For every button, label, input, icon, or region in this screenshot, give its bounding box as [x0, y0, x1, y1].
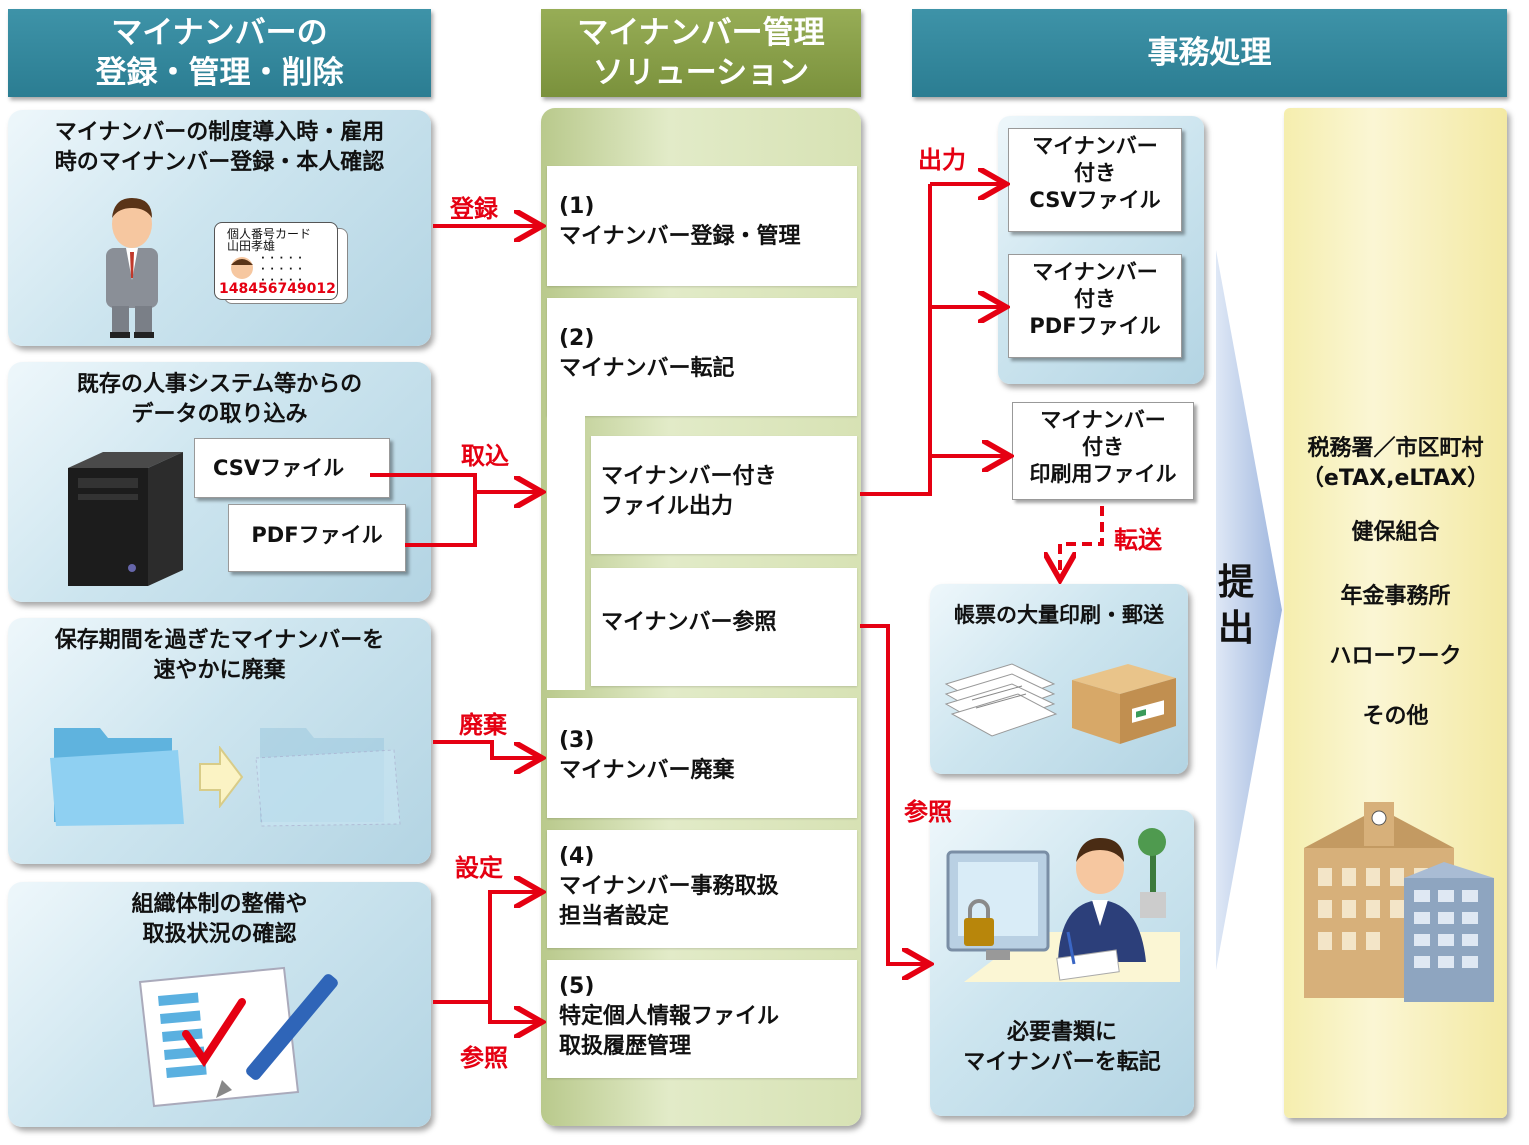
businessman-icon — [106, 198, 158, 338]
destination-tax-office: 税務署／市区町村 （eTAX,eLTAX） — [1301, 436, 1490, 491]
panel-import-title: 既存の人事システム等からの データの取り込み — [76, 372, 363, 427]
folder-icon — [50, 728, 184, 826]
label-import: 取込 — [461, 442, 509, 470]
checklist-pen-icon — [138, 966, 338, 1108]
solution-4: (4) マイナンバー事務取扱 担当者設定 — [547, 830, 857, 948]
arrow-output-print — [928, 307, 1006, 456]
arrow-transfer — [1060, 506, 1104, 576]
panel-import: 既存の人事システム等からの データの取り込み CSVファイル PDFファイル — [8, 362, 431, 602]
id-card-number: 148456749012 — [219, 281, 336, 297]
import-csv-file: CSVファイル — [194, 438, 390, 498]
paper-stack-icon — [944, 663, 1058, 737]
solution-2-stem — [547, 410, 585, 690]
destination-hello-work: ハローワーク — [1329, 644, 1462, 669]
id-card: 個人番号カード 山田孝雄 · · · · ·· · · · ·· · · · ·… — [214, 222, 338, 300]
arrow-import-pdf — [405, 492, 477, 547]
panel-transcribe: 必要書類に マイナンバーを転記 — [930, 810, 1194, 1116]
destinations-panel: 税務署／市区町村 （eTAX,eLTAX） 健保組合 年金事務所 ハローワーク … — [1284, 108, 1507, 1118]
building-icon — [1304, 802, 1494, 1002]
id-card-line1: 個人番号カード — [227, 227, 312, 241]
solution-2: (2) マイナンバー転記 — [547, 298, 857, 416]
arrow-import-csv — [370, 473, 477, 492]
label-transfer: 転送 — [1114, 526, 1162, 554]
panel-mass-print-title: 帳票の大量印刷・郵送 — [954, 603, 1164, 627]
output-print-file: マイナンバー 付き 印刷用ファイル — [1012, 402, 1194, 500]
label-reference-bottom: 参照 — [460, 1044, 508, 1072]
office-worker-icon — [946, 828, 1180, 982]
header-solution: マイナンバー管理 ソリューション — [541, 9, 861, 97]
label-output: 出力 — [918, 146, 966, 174]
arrow-reference-right — [860, 624, 926, 964]
arrow-reference-bottom — [488, 1002, 538, 1022]
solution-5: (5) 特定個人情報ファイル 取扱履歴管理 — [547, 960, 857, 1078]
destination-pension-office: 年金事務所 — [1340, 584, 1451, 609]
arrow-right-icon — [199, 746, 244, 808]
solution-1: (1) マイナンバー登録・管理 — [547, 166, 857, 286]
id-photo-icon — [231, 257, 253, 279]
panel-dispose-title: 保存期間を過ぎたマイナンバーを 速やかに廃棄 — [54, 628, 385, 683]
import-pdf-file: PDFファイル — [228, 504, 406, 572]
panel-organize-title: 組織体制の整備や 取扱状況の確認 — [131, 892, 308, 947]
server-icon — [68, 452, 183, 586]
submit-label: 提 出 — [1218, 562, 1255, 649]
destination-health-insurance: 健保組合 — [1351, 520, 1440, 545]
panel-dispose: 保存期間を過ぎたマイナンバーを 速やかに廃棄 — [8, 618, 431, 864]
submit-arrow-icon — [1216, 250, 1282, 970]
header-registration: マイナンバーの 登録・管理・削除 — [8, 9, 431, 97]
panel-mass-print: 帳票の大量印刷・郵送 — [930, 584, 1188, 774]
label-setting: 設定 — [455, 854, 503, 882]
parcel-box-icon — [1072, 664, 1176, 744]
arrow-setting — [488, 892, 538, 1002]
arrow-dispose — [433, 740, 538, 758]
output-pdf-file: マイナンバー 付き PDFファイル — [1008, 254, 1182, 358]
panel-transcribe-title: 必要書類に マイナンバーを転記 — [963, 1020, 1161, 1075]
header-office-work: 事務処理 — [912, 9, 1507, 97]
panel-register: マイナンバーの制度導入時・雇用 時のマイナンバー登録・本人確認 個人番号カード … — [8, 110, 431, 346]
output-csv-file: マイナンバー 付き CSVファイル — [1008, 128, 1182, 232]
id-card-dots: · · · · ·· · · · ·· · · · · — [261, 253, 303, 286]
solution-2a: マイナンバー付き ファイル出力 — [591, 436, 857, 554]
arrow-output-trunk — [860, 184, 932, 496]
faded-folder-icon — [255, 728, 401, 827]
label-register: 登録 — [450, 195, 498, 223]
label-reference-right: 参照 — [904, 798, 952, 826]
destination-other: その他 — [1362, 704, 1429, 729]
label-dispose: 廃棄 — [459, 711, 507, 739]
panel-register-title: マイナンバーの制度導入時・雇用 時のマイナンバー登録・本人確認 — [54, 120, 385, 175]
id-card-line2: 山田孝雄 — [227, 239, 276, 253]
solution-3: (3) マイナンバー廃棄 — [547, 698, 857, 818]
panel-organize: 組織体制の整備や 取扱状況の確認 — [8, 882, 431, 1127]
solution-2b: マイナンバー参照 — [591, 568, 857, 686]
